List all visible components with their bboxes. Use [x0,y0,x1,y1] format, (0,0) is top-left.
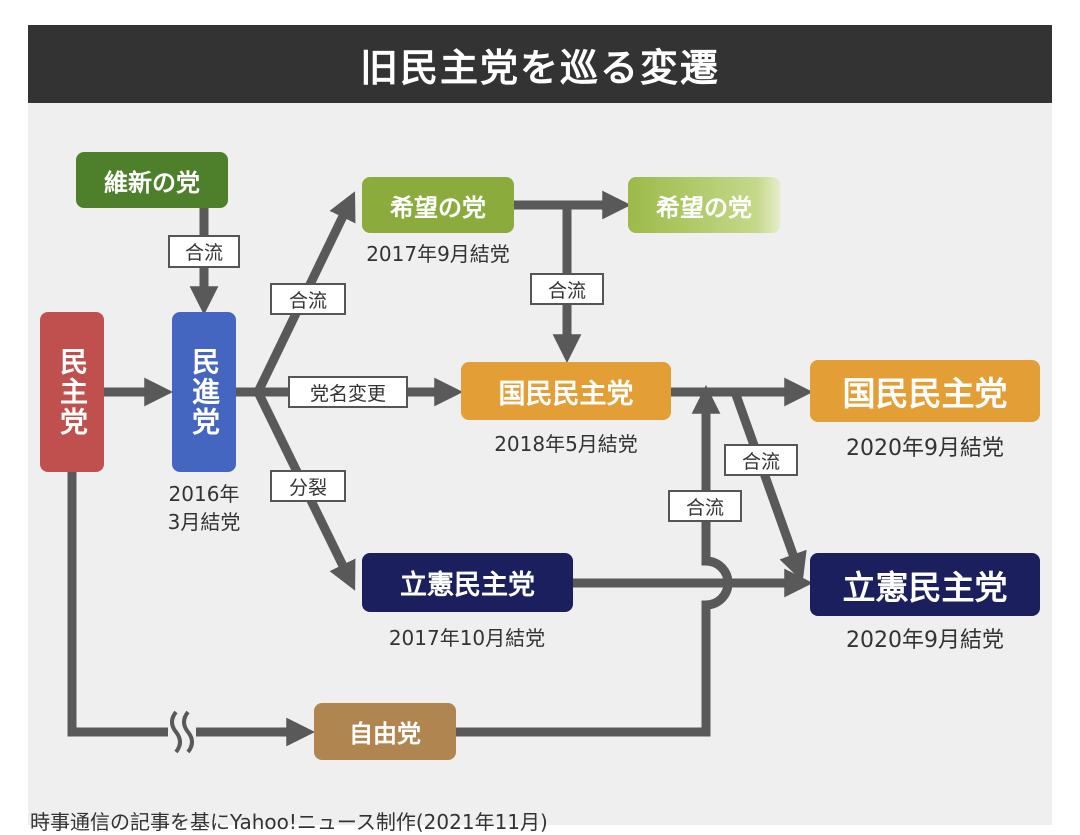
party-kokumin-2018: 国民民主党 [461,362,671,420]
party-label: 維新の党 [104,168,200,197]
source-caption: 時事通信の記事を基にYahoo!ニュース制作(2021年11月) [30,810,548,834]
party-kibou-2017: 希望の党 [362,177,514,233]
diagram-title: 旧民主党を巡る変遷 [28,25,1052,103]
date-rikken-2017: 2017年10月結党 [388,626,546,650]
party-rikken-2020: 立憲民主党 [810,553,1040,616]
label-merge-kibou-kokumin: 合流 [530,273,604,305]
party-label: 希望の党 [390,193,486,222]
party-label: 民進党 [188,347,221,437]
date-kokumin-2020: 2020年9月結党 [846,436,1004,461]
label-rename: 党名変更 [288,376,408,408]
label-merge-kibou: 合流 [270,283,346,315]
party-kibou-later: 希望の党 [628,177,780,233]
party-label: 立憲民主党 [842,567,1008,607]
arrow-kokumin-to-rikken [730,390,807,582]
date-minshin: 2016年 3月結党 [167,482,241,534]
party-label: 国民民主党 [842,374,1008,413]
party-jiyu: 自由党 [314,703,456,760]
date-rikken-2020: 2020年9月結党 [846,628,1004,653]
party-minshin: 民進党 [172,312,236,472]
time-break-icon [170,710,194,754]
date-kibou: 2017年9月結党 [366,242,510,266]
label-split: 分裂 [270,470,346,502]
party-label: 希望の党 [656,193,752,222]
label-merge-kokumin-rikken: 合流 [724,444,798,476]
label-merge-jiyu: 合流 [668,490,742,522]
party-label: 自由党 [349,720,421,748]
party-label: 立憲民主党 [400,570,535,601]
party-kokumin-2020: 国民民主党 [810,360,1040,422]
arrow-minshu-to-jiyu [67,472,292,732]
label-merge-ishin: 合流 [168,235,240,268]
arrow-jiyu-to-kokumin [456,384,733,737]
party-ishin: 維新の党 [76,152,228,208]
party-minshu: 民主党 [40,312,104,472]
party-label: 民主党 [56,347,89,437]
party-rikken-2017: 立憲民主党 [362,553,573,612]
date-kokumin-2018: 2018年5月結党 [494,432,638,456]
party-label: 国民民主党 [498,378,634,410]
